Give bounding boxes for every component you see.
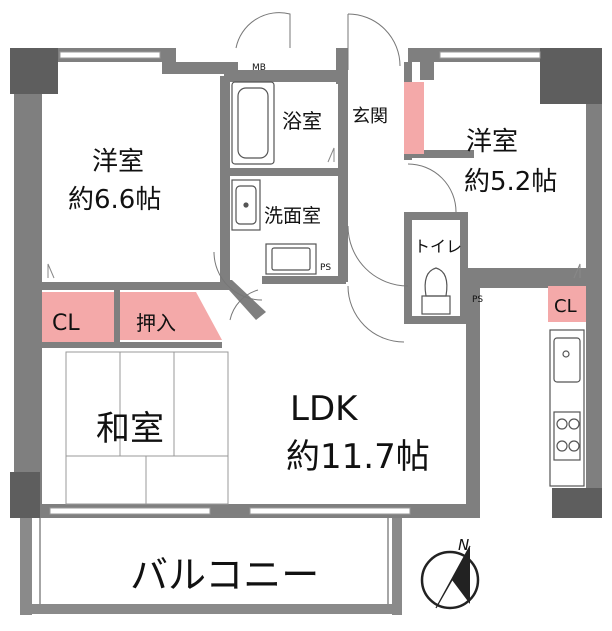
kitchen-counter [549,329,585,487]
ps-toilet-label: PS [472,295,483,305]
room-western-right-name: 洋室 [466,127,518,157]
stove-icon [553,411,581,461]
balcony [20,515,402,615]
closet-left [42,292,114,342]
balcony-label: バルコニー [130,553,319,597]
room-ldk-size: 約11.7帖 [286,437,430,477]
fixtures [231,81,585,487]
room-bath-name: 浴室 [282,109,322,133]
compass-north-label: N [458,536,469,554]
room-entrance-name: 玄関 [352,106,388,127]
sink-icon [553,337,581,383]
room-washroom-name: 洗面室 [264,205,321,227]
room-western-right-size: 約5.2帖 [464,167,557,197]
ps-washroom-label: PS [320,263,331,273]
room-western-left-name: 洋室 [92,147,144,177]
oshiire [120,292,222,340]
bathtub [231,81,275,165]
closet-right-label: CL [554,296,577,317]
closet-right [548,286,586,322]
washer-pan [265,243,317,275]
tatami [65,351,229,505]
storage [42,82,586,342]
wash-basin [231,179,261,231]
room-japanese-name: 和室 [96,409,164,449]
room-toilet-name: トイレ [414,237,462,256]
toilet-bowl [421,267,451,315]
closet-left-label: CL [52,311,80,336]
pillars [10,48,602,518]
room-western-left-size: 約6.6帖 [68,185,161,215]
markers [47,147,581,279]
compass-icon [420,545,480,610]
entrance-shoebox [404,82,424,154]
door-swings [213,12,457,343]
windows [49,51,541,515]
room-ldk-name: LDK [290,389,359,429]
oshiire-label: 押入 [136,311,176,335]
meter-box-label: MB [252,63,266,73]
